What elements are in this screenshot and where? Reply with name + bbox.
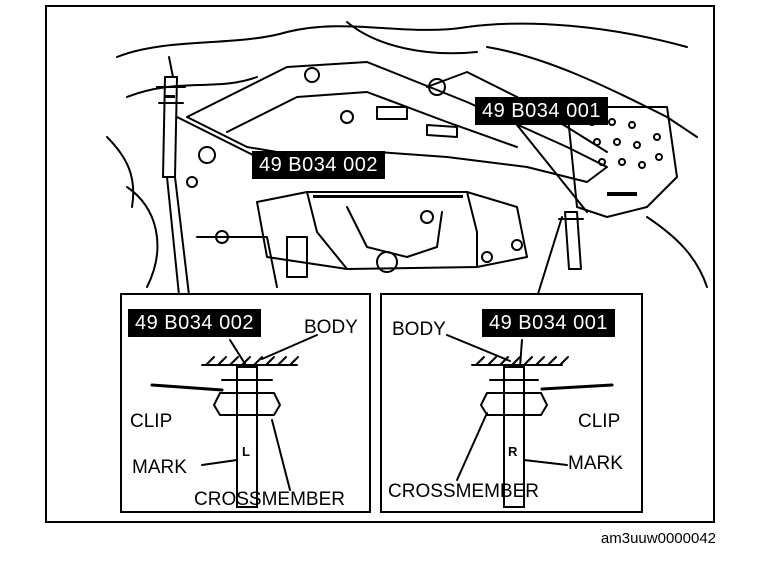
- label-body: BODY: [304, 317, 358, 338]
- label-body: BODY: [392, 319, 446, 340]
- mark-letter-r: R: [508, 444, 518, 459]
- left-detail-drawing: [150, 334, 318, 508]
- label-mark: MARK: [568, 453, 623, 474]
- label-crossmember: CROSSMEMBER: [194, 489, 345, 510]
- tool-tag-49b034001: 49 B034 001: [475, 97, 608, 125]
- inset-tag-49b034002: 49 B034 002: [128, 309, 261, 337]
- inset-tag-49b034001: 49 B034 001: [482, 309, 615, 337]
- right-detail-inset: 49 B034 001 BODY CLIP MARK R CROSSMEMBER: [380, 293, 643, 513]
- mark-letter-l: L: [242, 444, 250, 459]
- label-mark: MARK: [132, 457, 187, 478]
- label-clip: CLIP: [578, 411, 621, 432]
- label-clip: CLIP: [130, 411, 173, 432]
- diagram-frame: 49 B034 001 49 B034 002: [45, 5, 715, 523]
- left-detail-inset: 49 B034 002 BODY CLIP MARK L CROSSMEMBER: [120, 293, 371, 513]
- figure-code: am3uuw0000042: [600, 530, 716, 547]
- tool-tag-49b034002: 49 B034 002: [252, 151, 385, 179]
- label-crossmember: CROSSMEMBER: [388, 481, 539, 502]
- right-detail-drawing: [446, 334, 614, 508]
